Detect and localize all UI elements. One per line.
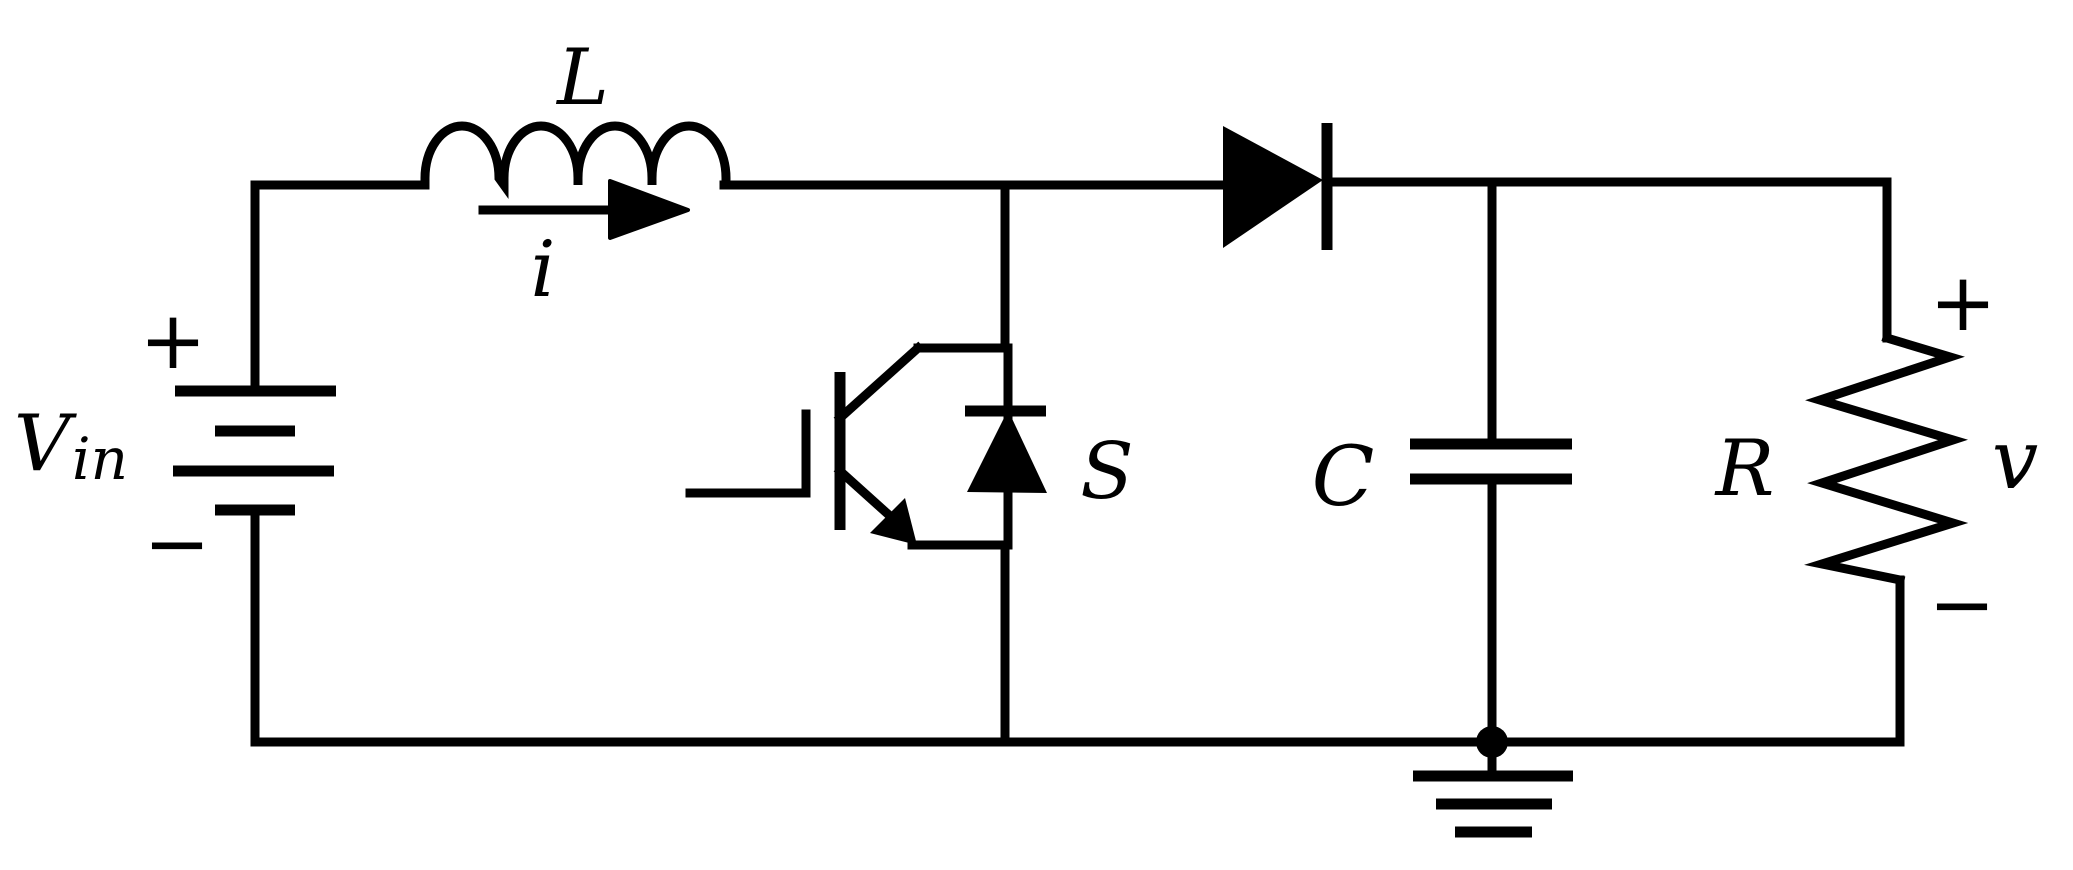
- ground-junction-dot: [1476, 726, 1508, 758]
- wire-source-to-ground: [250, 510, 1905, 747]
- source-plus-sign: +: [139, 294, 206, 387]
- switch: [685, 341, 1047, 550]
- current-arrow: [478, 179, 690, 240]
- resistor: [1804, 332, 1969, 586]
- capacitor-label: C: [1312, 430, 1375, 525]
- diode-triangle: [1223, 126, 1323, 248]
- diode: [1223, 123, 1333, 250]
- switch-gate-lead: [685, 409, 811, 498]
- resistor-zigzag: [1804, 332, 1969, 586]
- current-arrow-head: [608, 179, 690, 240]
- ground: [1413, 726, 1573, 838]
- wire-top-output: [1327, 177, 1892, 343]
- source-label-main: V: [14, 399, 77, 489]
- switch-collector-diag: [833, 341, 925, 425]
- switch-diode-triangle: [967, 410, 1047, 493]
- output-voltage-label: v: [1992, 413, 2038, 508]
- resistor-label: R: [1714, 424, 1775, 514]
- wires: [250, 177, 1905, 777]
- battery-source: [173, 385, 336, 516]
- inductor-coil: [385, 121, 765, 200]
- wire-source-to-inductor: [250, 180, 430, 392]
- output-minus-sign: −: [1928, 558, 1995, 651]
- inductor: [385, 121, 765, 200]
- inductor-label: L: [555, 33, 609, 123]
- switch-label: S: [1080, 427, 1133, 517]
- switch-emitter-arrowhead: [870, 498, 917, 545]
- source-minus-sign: −: [143, 497, 210, 590]
- output-plus-sign: +: [1929, 256, 1996, 349]
- source-label-subscript: in: [72, 425, 128, 493]
- capacitor: [1410, 438, 1572, 485]
- current-label: i: [531, 225, 556, 315]
